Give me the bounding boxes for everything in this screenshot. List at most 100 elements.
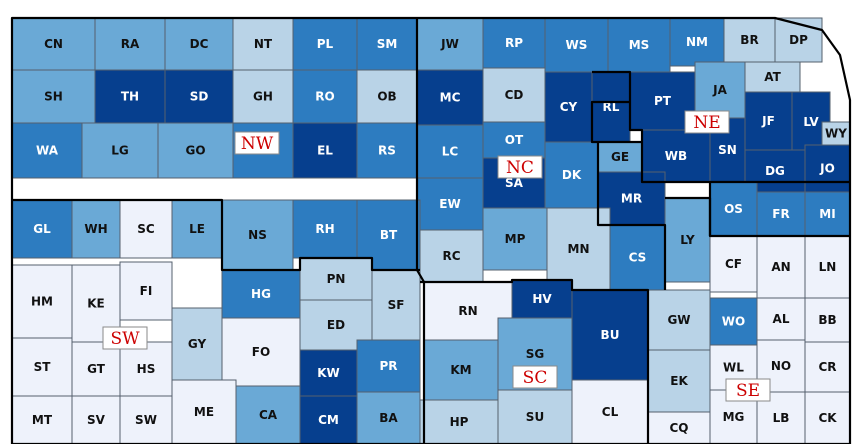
county-shape[interactable] bbox=[221, 199, 294, 271]
county-mn[interactable]: MN bbox=[546, 207, 611, 291]
county-gy[interactable]: GY bbox=[171, 307, 223, 381]
county-shape[interactable] bbox=[11, 17, 96, 71]
county-shape[interactable] bbox=[11, 199, 73, 259]
county-jw[interactable]: JW bbox=[416, 17, 484, 71]
county-shape[interactable] bbox=[94, 69, 166, 124]
county-shape[interactable] bbox=[356, 69, 418, 124]
county-hm[interactable]: HM bbox=[11, 264, 73, 339]
county-shape[interactable] bbox=[419, 229, 484, 283]
county-shape[interactable] bbox=[292, 69, 358, 124]
county-shape[interactable] bbox=[292, 199, 358, 259]
county-shape[interactable] bbox=[81, 122, 159, 179]
county-shape[interactable] bbox=[647, 411, 711, 444]
county-nt[interactable]: NT bbox=[232, 17, 294, 71]
county-shape[interactable] bbox=[11, 395, 73, 444]
county-shape[interactable] bbox=[356, 122, 418, 179]
county-pt[interactable]: PT bbox=[629, 71, 696, 131]
county-wa[interactable]: WA bbox=[11, 122, 83, 179]
county-sf[interactable]: SF bbox=[371, 269, 421, 341]
county-shape[interactable] bbox=[299, 257, 373, 301]
county-shape[interactable] bbox=[723, 17, 776, 63]
county-hp[interactable]: HP bbox=[419, 399, 499, 444]
county-ws[interactable]: WS bbox=[544, 17, 609, 73]
county-st[interactable]: ST bbox=[11, 337, 73, 397]
county-shape[interactable] bbox=[119, 395, 173, 444]
county-shape[interactable] bbox=[119, 261, 173, 321]
county-ms[interactable]: MS bbox=[607, 17, 671, 73]
county-cm[interactable]: CM bbox=[299, 395, 358, 444]
county-gw[interactable]: GW bbox=[647, 289, 711, 351]
county-shape[interactable] bbox=[607, 17, 671, 73]
county-cd[interactable]: CD bbox=[482, 67, 546, 123]
county-hg[interactable]: HG bbox=[221, 269, 301, 319]
county-sd[interactable]: SD bbox=[164, 69, 234, 124]
county-bu[interactable]: BU bbox=[571, 289, 649, 381]
county-br[interactable]: BR bbox=[723, 17, 776, 63]
county-shape[interactable] bbox=[71, 395, 121, 444]
county-shape[interactable] bbox=[629, 71, 696, 131]
county-shape[interactable] bbox=[756, 297, 806, 341]
county-shape[interactable] bbox=[709, 235, 758, 293]
county-shape[interactable] bbox=[641, 129, 711, 183]
county-shape[interactable] bbox=[11, 337, 73, 397]
county-fr[interactable]: FR bbox=[756, 191, 806, 237]
county-ra[interactable]: RA bbox=[94, 17, 166, 71]
county-pr[interactable]: PR bbox=[356, 339, 421, 393]
county-gh[interactable]: GH bbox=[232, 69, 294, 124]
county-shape[interactable] bbox=[171, 307, 223, 381]
county-ln[interactable]: LN bbox=[804, 235, 851, 299]
county-shape[interactable] bbox=[546, 207, 611, 291]
county-ca[interactable]: CA bbox=[235, 385, 301, 444]
county-dc[interactable]: DC bbox=[164, 17, 234, 71]
county-km[interactable]: KM bbox=[423, 339, 499, 401]
county-shape[interactable] bbox=[709, 181, 758, 237]
county-shape[interactable] bbox=[804, 341, 851, 393]
county-shape[interactable] bbox=[482, 207, 548, 271]
county-shape[interactable] bbox=[356, 17, 418, 71]
county-mt[interactable]: MT bbox=[11, 395, 73, 444]
county-ns[interactable]: NS bbox=[221, 199, 294, 271]
county-ge[interactable]: GE bbox=[597, 141, 643, 173]
county-le[interactable]: LE bbox=[171, 199, 223, 259]
county-shape[interactable] bbox=[419, 399, 499, 444]
county-kw[interactable]: KW bbox=[299, 349, 358, 397]
county-shape[interactable] bbox=[709, 297, 758, 346]
county-sv[interactable]: SV bbox=[71, 395, 121, 444]
county-shape[interactable] bbox=[756, 191, 806, 237]
county-ba[interactable]: BA bbox=[356, 391, 421, 444]
county-wh[interactable]: WH bbox=[71, 199, 121, 259]
county-rh[interactable]: RH bbox=[292, 199, 358, 259]
county-jo[interactable]: JO bbox=[804, 144, 851, 193]
county-shape[interactable] bbox=[171, 199, 223, 259]
county-hv[interactable]: HV bbox=[511, 279, 573, 319]
county-shape[interactable] bbox=[299, 349, 358, 397]
county-sm[interactable]: SM bbox=[356, 17, 418, 71]
county-shape[interactable] bbox=[371, 269, 421, 341]
county-hs[interactable]: HS bbox=[119, 341, 173, 397]
county-sw[interactable]: SW bbox=[119, 395, 173, 444]
county-go[interactable]: GO bbox=[157, 122, 234, 179]
county-shape[interactable] bbox=[356, 391, 421, 444]
county-nm[interactable]: NM bbox=[669, 17, 725, 67]
county-shape[interactable] bbox=[157, 122, 234, 179]
county-ot[interactable]: OT bbox=[482, 121, 546, 159]
county-wb[interactable]: WB bbox=[641, 129, 711, 183]
county-os[interactable]: OS bbox=[709, 181, 758, 237]
county-rl[interactable]: RL bbox=[591, 71, 631, 143]
county-shape[interactable] bbox=[356, 339, 421, 393]
county-shape[interactable] bbox=[71, 199, 121, 259]
county-dk[interactable]: DK bbox=[544, 141, 599, 209]
county-lc[interactable]: LC bbox=[416, 124, 484, 179]
county-ly[interactable]: LY bbox=[664, 197, 711, 283]
county-jf[interactable]: JF bbox=[744, 91, 793, 151]
county-mc[interactable]: MC bbox=[416, 69, 484, 126]
county-shape[interactable] bbox=[119, 341, 173, 397]
county-shape[interactable] bbox=[544, 71, 593, 143]
county-bb[interactable]: BB bbox=[804, 297, 851, 343]
county-ew[interactable]: EW bbox=[416, 177, 484, 231]
county-shape[interactable] bbox=[804, 297, 851, 343]
county-pl[interactable]: PL bbox=[292, 17, 358, 71]
county-gt[interactable]: GT bbox=[71, 341, 121, 397]
county-shape[interactable] bbox=[11, 122, 83, 179]
county-mi[interactable]: MI bbox=[804, 191, 851, 237]
